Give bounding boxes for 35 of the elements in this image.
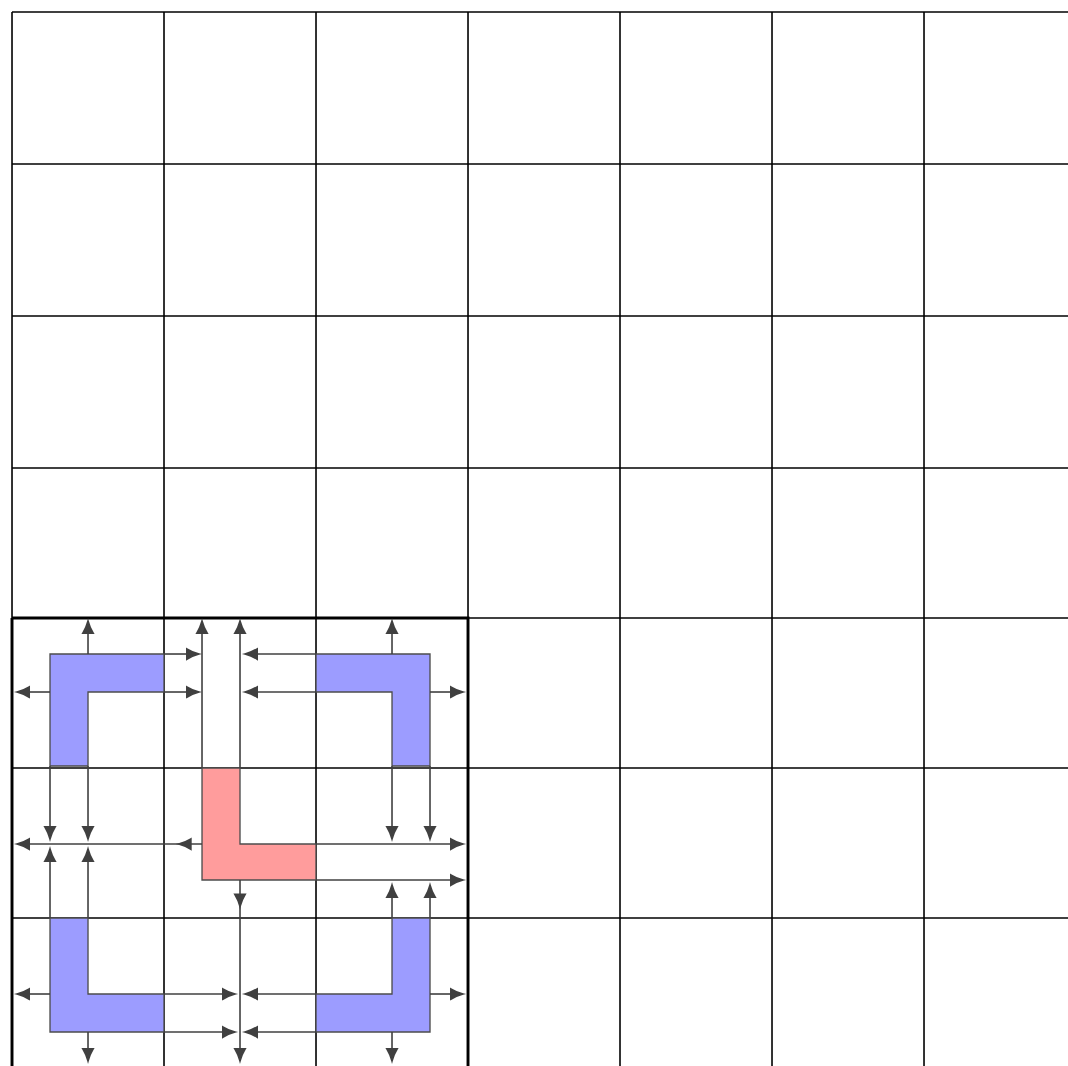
- arrow: [163, 648, 200, 660]
- arrow: [244, 648, 317, 660]
- arrow: [244, 1026, 317, 1038]
- arrow: [82, 848, 94, 919]
- arrow: [315, 874, 464, 886]
- arrow: [386, 765, 398, 840]
- arrow: [44, 848, 56, 919]
- l-shaped-tile: [201, 767, 317, 881]
- arrow: [163, 988, 236, 1000]
- arrow: [196, 620, 208, 769]
- l-shaped-tile: [49, 653, 165, 767]
- arrow: [44, 765, 56, 840]
- arrow: [386, 620, 398, 655]
- arrow: [386, 1031, 398, 1062]
- arrow: [244, 988, 317, 1000]
- arrow: [429, 686, 464, 698]
- arrow: [234, 620, 246, 769]
- arrow: [82, 1031, 94, 1062]
- arrow: [234, 879, 246, 1062]
- l-shaped-tile: [315, 917, 431, 1033]
- arrow: [244, 686, 317, 698]
- l-shaped-tile: [49, 917, 165, 1033]
- arrow: [16, 686, 51, 698]
- l-shaped-tile: [315, 653, 431, 767]
- arrow: [429, 988, 464, 1000]
- arrow: [315, 838, 464, 850]
- arrow: [163, 1026, 236, 1038]
- arrow: [82, 620, 94, 655]
- arrow: [16, 838, 203, 850]
- arrow: [163, 686, 200, 698]
- arrow: [424, 765, 436, 840]
- arrow: [16, 988, 51, 1000]
- arrow: [386, 884, 398, 919]
- arrow: [424, 884, 436, 919]
- arrow: [82, 765, 94, 840]
